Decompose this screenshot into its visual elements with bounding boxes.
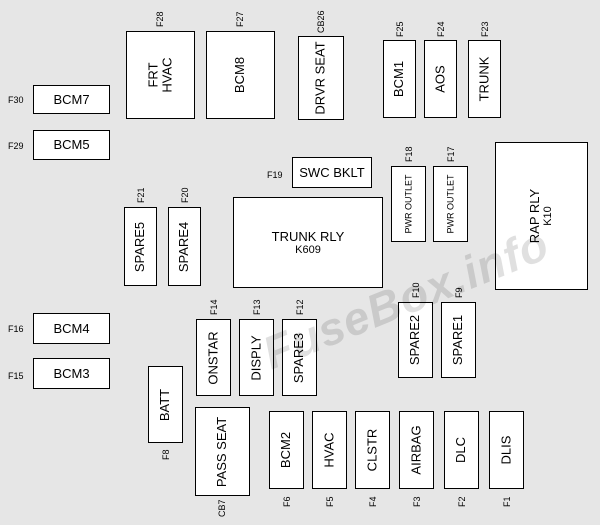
fuse-f4-id: F4 <box>368 496 378 507</box>
fuse-f9: SPARE1 <box>441 302 476 378</box>
fuse-f3-label: AIRBAG <box>408 425 424 475</box>
fuse-f5-id: F5 <box>325 496 335 507</box>
fuse-f27-id: F27 <box>235 11 245 27</box>
fuse-f2-label: DLC <box>453 436 469 464</box>
relay-k10-id: K10 <box>542 206 555 226</box>
fuse-f29-label: BCM5 <box>53 137 90 152</box>
fuse-f21-label: SPARE5 <box>132 221 148 272</box>
fuse-f5: HVAC <box>312 411 347 489</box>
fuse-f13-id: F13 <box>252 299 262 315</box>
fuse-cb26-label: DRVR SEAT <box>313 41 329 115</box>
fuse-f10-label: SPARE2 <box>407 314 423 366</box>
fuse-f6-id: F6 <box>282 496 292 507</box>
fuse-f24-label: AOS <box>432 65 448 93</box>
fuse-f13: DISPLY <box>239 319 274 396</box>
fuse-f19: SWC BKLT <box>292 157 372 188</box>
fuse-f5-label: HVAC <box>321 432 337 468</box>
fuse-f24: AOS <box>424 40 457 118</box>
fuse-f17-label: PWR OUTLET <box>445 174 456 234</box>
fuse-f8: BATT <box>148 366 183 443</box>
fuse-f23-label: TRUNK <box>476 56 492 102</box>
fuse-f20-id: F20 <box>180 187 190 203</box>
fuse-f16-id: F16 <box>8 324 24 334</box>
fuse-f19-id: F19 <box>267 170 283 180</box>
fuse-f25-id: F25 <box>395 21 405 37</box>
fuse-f14-label: ONSTAR <box>205 330 221 385</box>
relay-k10-label: RAP RLY <box>527 188 543 244</box>
fuse-f29-id: F29 <box>8 141 24 151</box>
fuse-f4-label: CLSTR <box>364 428 380 472</box>
relay-k609-id: K609 <box>295 243 321 256</box>
fuse-f23: TRUNK <box>468 40 501 118</box>
fuse-f30: BCM7 <box>33 85 110 114</box>
fuse-f27-label: BCM8 <box>232 56 248 94</box>
fuse-f20: SPARE4 <box>168 207 201 286</box>
fuse-f3: AIRBAG <box>399 411 434 489</box>
fuse-f8-id: F8 <box>161 449 171 460</box>
relay-k10: RAP RLY K10 <box>495 142 588 290</box>
fuse-f1: DLIS <box>489 411 524 489</box>
fuse-f18: PWR OUTLET <box>391 166 426 242</box>
fuse-f14: ONSTAR <box>196 319 231 396</box>
fuse-f21: SPARE5 <box>124 207 157 286</box>
fuse-f28-line2: HVAC <box>159 57 175 93</box>
fuse-f12: SPARE3 <box>282 319 317 396</box>
fuse-f15-id: F15 <box>8 371 24 381</box>
fuse-f8-label: BATT <box>157 388 173 421</box>
fuse-f17: PWR OUTLET <box>433 166 468 242</box>
fuse-f28-line1: FRT <box>145 62 161 88</box>
fuse-f18-label: PWR OUTLET <box>403 174 414 234</box>
fuse-f19-label: SWC BKLT <box>299 164 365 180</box>
relay-k10-text: RAP RLY K10 <box>527 188 555 244</box>
fuse-cb26: DRVR SEAT <box>298 36 344 120</box>
fuse-cb7-label: PASS SEAT <box>214 416 230 487</box>
fuse-f12-label: SPARE3 <box>291 332 307 383</box>
fuse-f21-id: F21 <box>136 187 146 203</box>
fuse-cb7-id: CB7 <box>217 499 227 517</box>
fuse-f1-label: DLIS <box>498 435 514 465</box>
fuse-f16-label: BCM4 <box>53 320 90 336</box>
fuse-f15: BCM3 <box>33 358 110 389</box>
fuse-f20-label: SPARE4 <box>176 221 192 272</box>
relay-k609: TRUNK RLY K609 <box>233 197 383 288</box>
fuse-f27: BCM8 <box>206 31 275 119</box>
fuse-f29: BCM5 <box>33 130 110 160</box>
fuse-cb26-id: CB26 <box>316 10 326 33</box>
fuse-f15-label: BCM3 <box>53 365 90 381</box>
fuse-cb7: PASS SEAT <box>195 407 250 496</box>
relay-k609-text: TRUNK RLY K609 <box>271 228 345 256</box>
fuse-f25: BCM1 <box>383 40 416 118</box>
fuse-f1-id: F1 <box>502 496 512 507</box>
fuse-f12-id: F12 <box>295 299 305 315</box>
fuse-f30-id: F30 <box>8 95 24 105</box>
fuse-f2: DLC <box>444 411 479 489</box>
fuse-f17-id: F17 <box>446 146 456 162</box>
fuse-f16: BCM4 <box>33 313 110 344</box>
fuse-f4: CLSTR <box>355 411 390 489</box>
fuse-f6-label: BCM2 <box>278 431 294 469</box>
fuse-f24-id: F24 <box>436 21 446 37</box>
fuse-f6: BCM2 <box>269 411 304 489</box>
fuse-f30-label: BCM7 <box>53 91 90 107</box>
fuse-f28-label: FRT HVAC <box>145 57 175 93</box>
relay-k609-label: TRUNK RLY <box>271 228 345 244</box>
fuse-f14-id: F14 <box>209 299 219 315</box>
fuse-f18-id: F18 <box>404 146 414 162</box>
fuse-f13-label: DISPLY <box>248 334 264 381</box>
fuse-f25-label: BCM1 <box>391 60 407 98</box>
fuse-f2-id: F2 <box>457 496 467 507</box>
fuse-f10-id: F10 <box>411 282 421 298</box>
fuse-f28: FRT HVAC <box>126 31 195 119</box>
fuse-f10: SPARE2 <box>398 302 433 378</box>
fuse-f23-id: F23 <box>480 21 490 37</box>
fuse-f28-id: F28 <box>155 11 165 27</box>
fuse-f3-id: F3 <box>412 496 422 507</box>
fuse-f9-id: F9 <box>454 287 464 298</box>
fuse-f9-label: SPARE1 <box>450 314 466 366</box>
